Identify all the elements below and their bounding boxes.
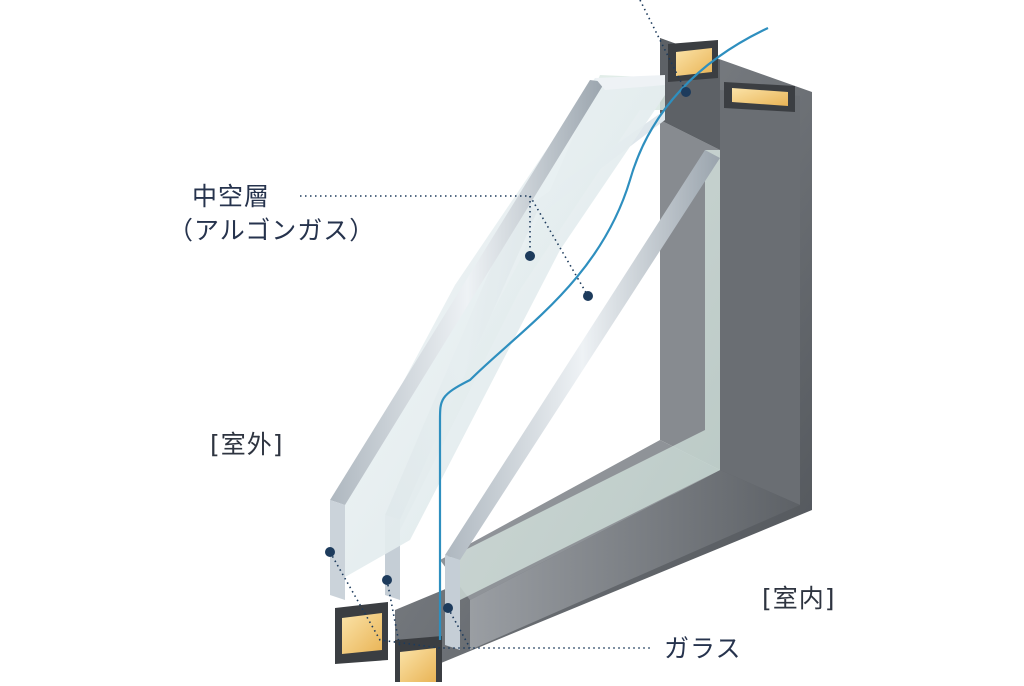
leader-hollow-top — [639, 0, 687, 93]
glass-pane-outer — [330, 75, 665, 600]
spacer-top-outer — [668, 40, 718, 82]
label-hollow-layer: 中空層 — [192, 182, 271, 211]
leader-dots — [325, 87, 691, 613]
spacer-top-inner — [724, 82, 795, 112]
dot-glass-outer — [325, 547, 335, 557]
leader-glass — [329, 551, 650, 649]
label-glass: ガラス — [664, 634, 742, 663]
dot-glass-middle — [382, 575, 392, 585]
coating-line — [438, 27, 769, 640]
leader-hollow-2 — [529, 195, 589, 297]
dot-hollow-top — [681, 87, 691, 97]
label-outdoor: [室外] — [210, 430, 284, 459]
spacer-bottom-outer — [335, 602, 388, 664]
dot-hollow-1 — [525, 251, 535, 261]
leader-lines — [300, 0, 687, 649]
glass-pane-inner — [445, 150, 720, 650]
spacer-bottom-inner — [395, 636, 442, 682]
dot-glass-inner — [443, 603, 453, 613]
dot-hollow-2 — [583, 291, 593, 301]
label-hollow-layer-gas: （アルゴンガス） — [168, 216, 376, 245]
label-indoor: [室内] — [762, 584, 836, 613]
